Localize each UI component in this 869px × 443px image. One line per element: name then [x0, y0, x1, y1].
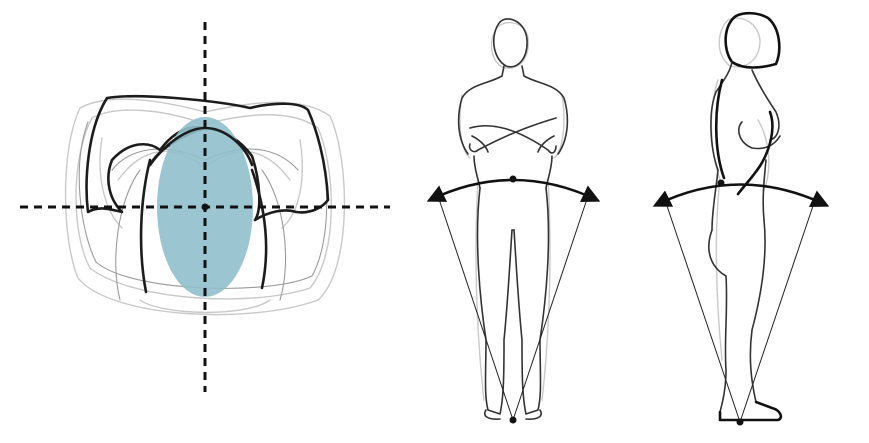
side-ankle-point	[736, 418, 744, 426]
side-sway-arc	[652, 183, 830, 207]
front-figure-ghosts	[459, 21, 565, 401]
sway-center-point	[201, 203, 209, 211]
front-view-panel	[426, 18, 601, 424]
front-sway-line-left	[437, 195, 514, 421]
front-hip-point	[509, 175, 517, 183]
side-figure-ghosts	[710, 17, 770, 361]
front-figure	[457, 18, 569, 420]
side-sway-line-front	[739, 199, 816, 423]
front-sway-arc	[426, 178, 601, 202]
front-sway-line-right	[512, 195, 589, 421]
sway-area-panel	[20, 22, 390, 392]
side-figure	[708, 11, 783, 422]
front-ankle-point	[509, 416, 517, 424]
side-hip-point	[717, 179, 725, 187]
side-view-panel	[652, 11, 830, 426]
side-sway-line-back	[664, 199, 741, 423]
